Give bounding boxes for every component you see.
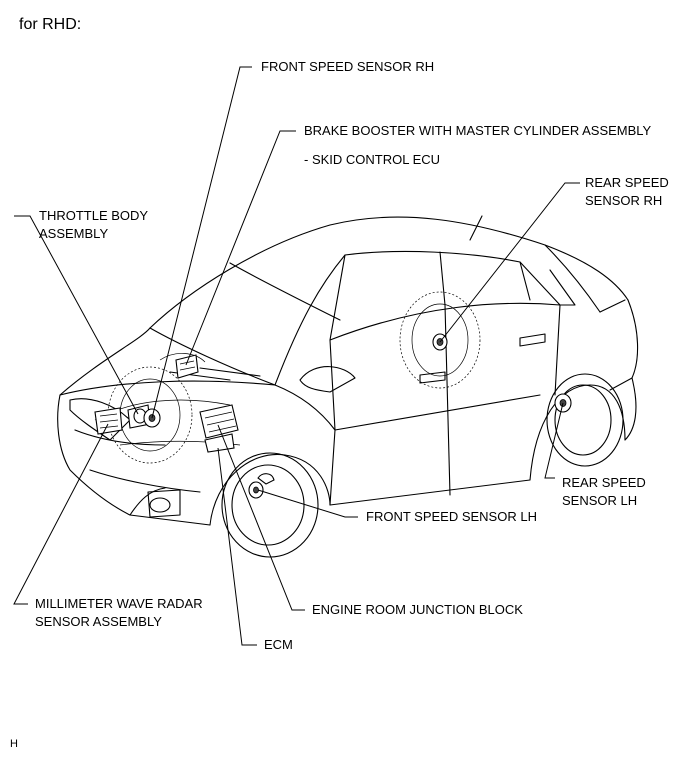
label-skid-control-ecu: - SKID CONTROL ECU [304,152,441,167]
leader-front-speed-sensor-lh [257,489,358,518]
label-front-speed-sensor-rh: FRONT SPEED SENSOR RH [261,59,435,74]
figure-code: H [10,738,18,750]
leader-brake-booster [185,130,296,366]
millimeter-wave-radar-sensor [94,407,123,435]
car-outline [57,215,639,558]
label-millimeter-wave-radar: MILLIMETER WAVE RADAR SENSOR ASSEMBLY [35,596,203,629]
phantom-lines [94,291,481,464]
leader-rear-speed-sensor-lh [544,402,564,479]
leader-lines [13,66,580,646]
label-rear-speed-sensor-lh: REAR SPEED SENSOR LH [562,475,646,508]
label-engine-room-junction-block: ENGINE ROOM JUNCTION BLOCK [312,602,523,617]
leader-ecm [217,447,257,646]
label-throttle-body: THROTTLE BODY ASSEMBLY [39,208,149,241]
leader-throttle-body [14,215,139,415]
label-brake-booster: BRAKE BOOSTER WITH MASTER CYLINDER ASSEM… [304,123,652,138]
label-ecm: ECM [264,637,293,652]
label-front-speed-sensor-lh: FRONT SPEED SENSOR LH [366,509,537,524]
front-speed-sensor-lh [248,473,275,499]
leader-engine-room-junction-block [217,424,305,611]
leader-front-speed-sensor-rh [151,66,252,419]
brake-booster-skid-control-ecu [175,354,199,379]
diagram-title: for RHD: [19,16,82,33]
engine-room-junction-block [199,404,239,439]
leader-rear-speed-sensor-rh [439,182,580,343]
label-rear-speed-sensor-rh: REAR SPEED SENSOR RH [585,175,669,208]
leader-millimeter-wave-radar [13,423,109,605]
